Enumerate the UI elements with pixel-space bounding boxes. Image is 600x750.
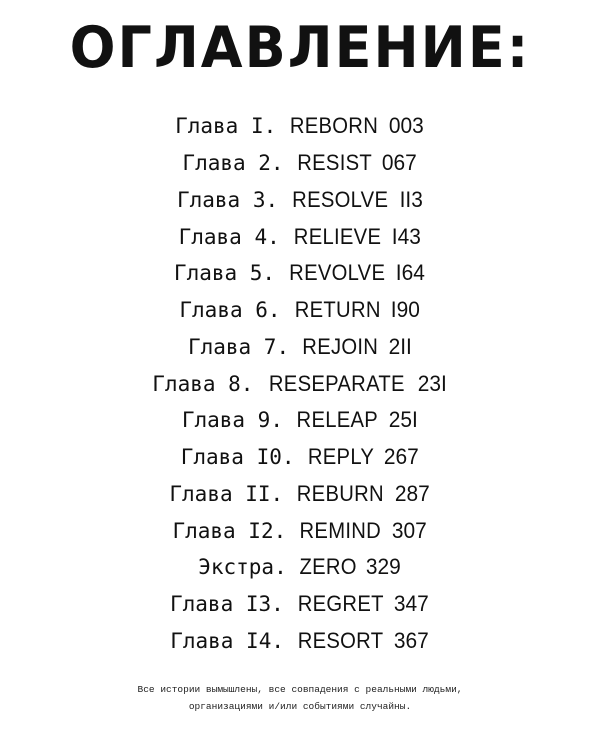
chapter-page: I64 <box>396 260 426 286</box>
toc-item-6: Глава 6. RETURN I90 <box>0 292 600 329</box>
chapter-label: Глава I2. <box>172 518 287 543</box>
chapter-label: Глава 7. <box>187 334 290 359</box>
chapter-name: REGRET <box>297 591 384 617</box>
chapter-page: 329 <box>365 554 401 580</box>
chapter-name: RESEPARATE <box>269 370 406 396</box>
toc-item-2: Глава 2. RESIST 067 <box>0 145 600 182</box>
chapter-name: RESOLVE <box>292 186 389 212</box>
toc-item-8: Глава 8. RESEPARATE 23I <box>0 365 600 402</box>
chapter-label: Глава I3. <box>170 592 284 617</box>
chapter-label: Глава 3. <box>176 187 279 212</box>
chapter-label: Глава I4. <box>170 628 284 653</box>
chapter-name: RETURN <box>294 297 381 323</box>
chapter-label: Экстра. <box>198 555 287 580</box>
chapter-name: ZERO <box>299 554 357 580</box>
chapter-page: 267 <box>383 444 419 470</box>
chapter-page: 367 <box>393 627 429 653</box>
toc-item-10: Глава I0. REPLY 267 <box>0 439 600 476</box>
toc-item-7: Глава 7. REJOIN 2II <box>0 329 600 366</box>
chapter-label: Глава 2. <box>182 151 284 176</box>
toc-item-4: Глава 4. RELIEVE I43 <box>0 218 600 255</box>
chapter-label: Глава II. <box>169 481 284 506</box>
toc-item-extra: Экстра. ZERO 329 <box>0 549 600 586</box>
chapter-name: RESIST <box>296 150 372 176</box>
toc-item-12: Глава I2. REMIND 307 <box>0 512 600 549</box>
toc-item-14: Глава I4. RESORT 367 <box>0 623 600 660</box>
toc-item-9: Глава 9. RELEAP 25I <box>0 402 600 439</box>
chapter-page: I90 <box>390 297 420 323</box>
chapter-name: REPLY <box>307 444 374 470</box>
toc-item-5: Глава 5. REVOLVE I64 <box>0 255 600 292</box>
page-title: ОГЛАВЛЕНИЕ: <box>69 14 531 81</box>
chapter-label: Глава I. <box>175 114 277 139</box>
chapter-page: 23I <box>417 370 447 396</box>
chapter-name: REBURN <box>296 480 385 506</box>
chapter-label: Глава I0. <box>180 445 295 470</box>
disclaimer-line-2: организациями и/или событиями случайны. <box>188 701 412 712</box>
chapter-label: Глава 8. <box>152 371 254 396</box>
chapter-label: Глава 5. <box>173 261 276 286</box>
toc-item-13: Глава I3. REGRET 347 <box>0 586 600 623</box>
disclaimer-line-1: Все истории вымышлены, все совпадения с … <box>137 684 463 695</box>
chapter-name: REMIND <box>299 517 382 543</box>
chapter-page: 2II <box>388 333 412 359</box>
chapter-page: 25I <box>388 407 418 433</box>
chapter-name: RELIEVE <box>293 223 381 249</box>
chapter-name: RESORT <box>297 627 384 653</box>
chapter-page: II3 <box>399 186 423 212</box>
chapter-name: REBORN <box>290 113 379 139</box>
chapter-label: Глава 6. <box>179 298 281 323</box>
toc-item-1: Глава I. REBORN 003 <box>0 108 600 145</box>
chapter-label: Глава 9. <box>181 408 283 433</box>
chapter-page: 067 <box>381 150 417 176</box>
chapter-page: 347 <box>394 591 430 617</box>
disclaimer-text: Все истории вымышлены, все совпадения с … <box>0 681 600 715</box>
chapter-page: 287 <box>394 480 430 506</box>
chapter-name: REJOIN <box>302 333 379 359</box>
chapter-page: 003 <box>389 113 424 139</box>
toc-item-3: Глава 3. RESOLVE II3 <box>0 182 600 219</box>
toc-item-11: Глава II. REBURN 287 <box>0 476 600 513</box>
chapter-label: Глава 4. <box>178 224 280 249</box>
chapter-page: 307 <box>391 517 427 543</box>
chapter-name: RELEAP <box>296 407 379 433</box>
chapter-page: I43 <box>391 223 421 249</box>
toc-list: Глава I. REBORN 003 Глава 2. RESIST 067 … <box>0 108 600 659</box>
chapter-name: REVOLVE <box>289 260 386 286</box>
